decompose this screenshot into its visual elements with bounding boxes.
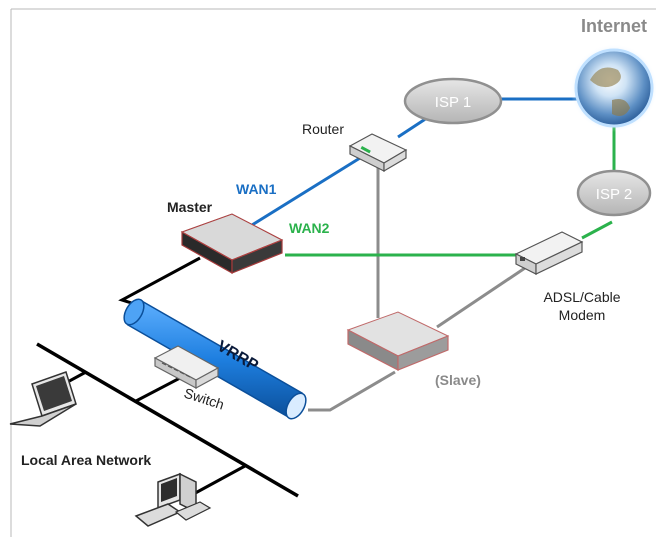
- internet-label: Internet: [581, 16, 647, 36]
- wan2-label: WAN2: [289, 220, 330, 236]
- vrrp-tunnel: VRRP: [123, 298, 307, 420]
- isp2-label: ISP 2: [596, 186, 632, 203]
- router-label: Router: [302, 121, 344, 137]
- switch-label: Switch: [182, 385, 226, 413]
- link-master-vrrp: [118, 256, 201, 307]
- master-label: Master: [167, 199, 213, 215]
- modem-icon: [514, 231, 584, 275]
- link-modem-slave: [436, 266, 526, 329]
- link-modem-isp2: [581, 220, 613, 240]
- lan-label: Local Area Network: [21, 452, 151, 468]
- slave-appliance-icon: [346, 311, 450, 371]
- laptop-icon: [9, 371, 77, 427]
- master-appliance-icon: [180, 213, 284, 275]
- lan-drop-switch: [135, 376, 181, 403]
- isp1-node: ISP 1: [403, 77, 503, 125]
- isp1-label: ISP 1: [435, 94, 471, 111]
- link-vrrp-slave: [308, 370, 396, 412]
- modem-label-line1: ADSL/Cable: [543, 289, 620, 305]
- isp2-node: ISP 2: [576, 169, 652, 217]
- router-icon: [348, 133, 408, 173]
- switch-icon: [153, 345, 220, 390]
- lan-bus: [36, 342, 299, 498]
- modem-label-line2: Modem: [559, 307, 606, 323]
- link-wan1: [251, 156, 361, 227]
- desktop-icon: [134, 472, 212, 527]
- slave-label: (Slave): [435, 372, 481, 388]
- wan1-label: WAN1: [236, 181, 277, 197]
- globe-icon: [570, 44, 656, 132]
- lan-drop-desktop: [187, 464, 246, 499]
